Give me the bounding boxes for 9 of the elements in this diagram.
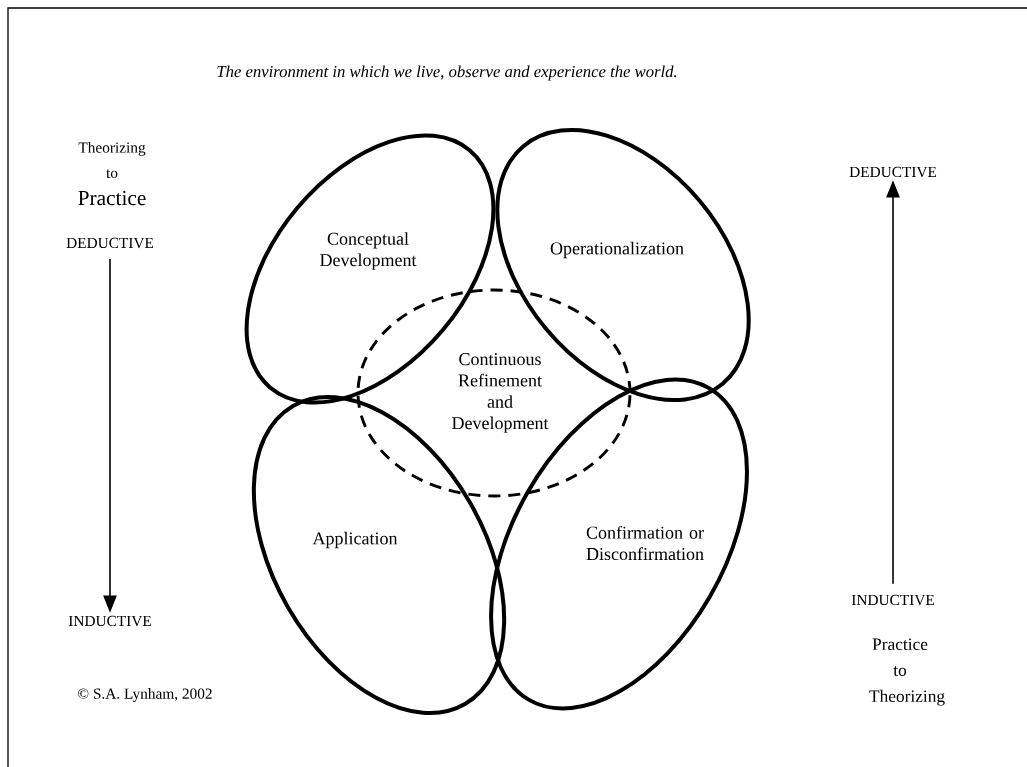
side-label: Theorizing to	[78, 141, 146, 179]
direction-label: DEDUCTIVE	[849, 166, 937, 178]
direction-label: INDUCTIVE	[68, 615, 151, 627]
side-label: Practice to Theorizing	[869, 638, 945, 706]
direction-label: DEDUCTIVE	[66, 237, 154, 249]
caption-text: The environment in which we live, observe and experience the world.	[217, 65, 677, 81]
side-label: Practice	[78, 190, 146, 206]
direction-label: INDUCTIVE	[851, 594, 934, 606]
copyright-note: © S.A. Lynham, 2002	[78, 688, 212, 702]
